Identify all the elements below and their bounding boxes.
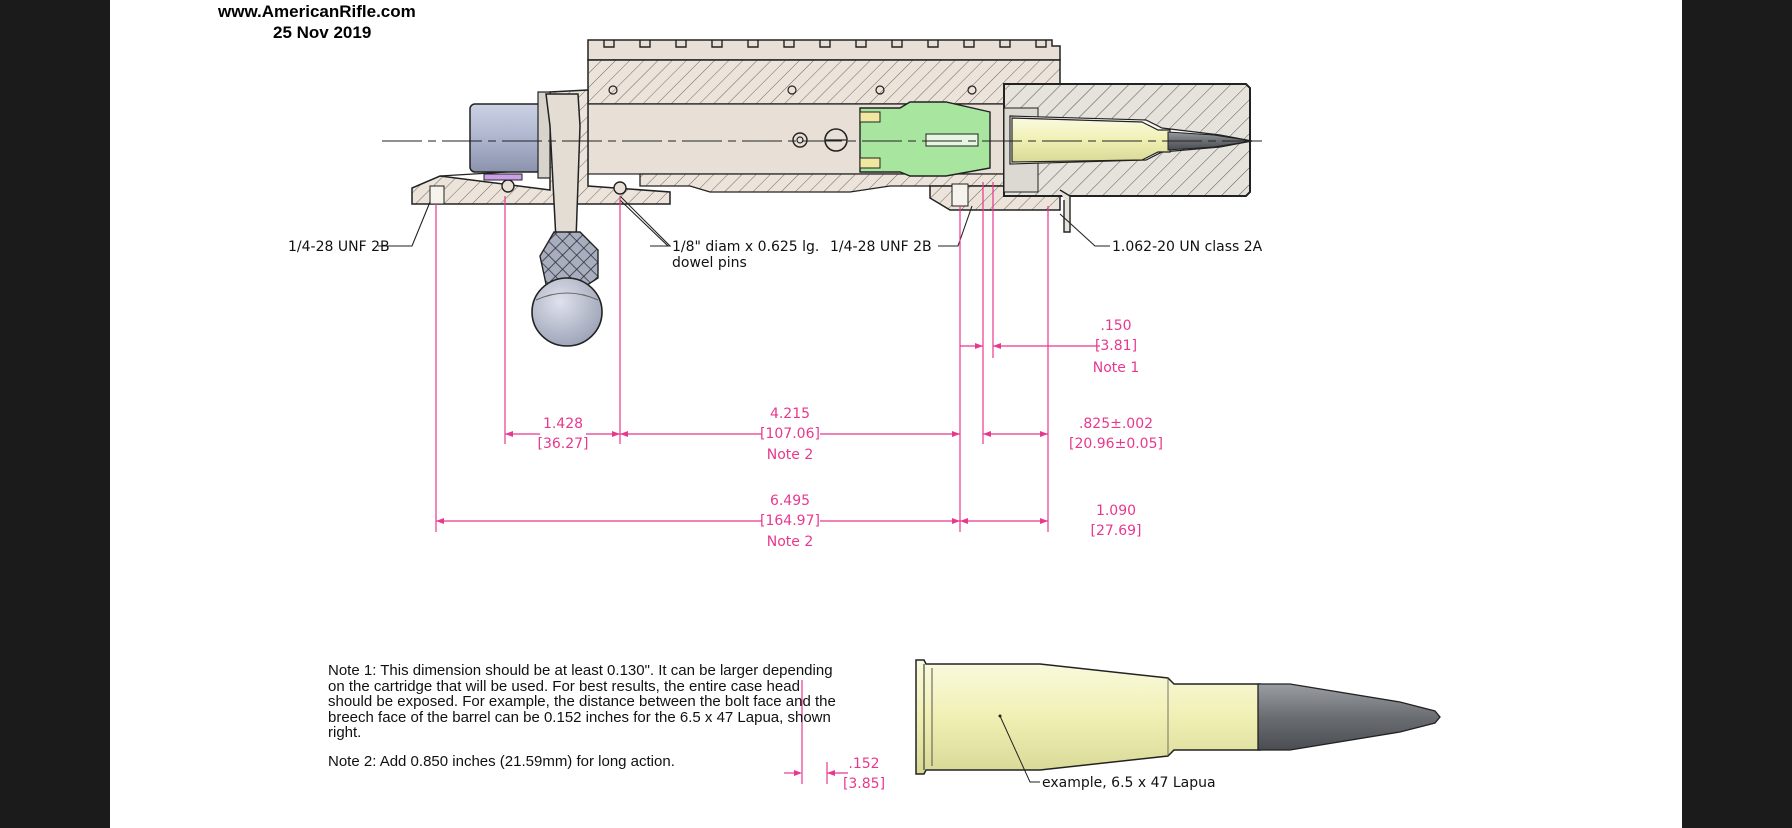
dim-150-inch: .150 (1100, 318, 1131, 334)
dim-152-mm: [3.85] (843, 776, 885, 792)
dim-6495-note: Note 2 (767, 534, 814, 550)
date-label: 25 Nov 2019 (273, 23, 372, 42)
dimension-lines (435, 182, 1100, 784)
dowel-callout-line2: dowel pins (672, 255, 747, 271)
dim-1428-inch: 1.428 (543, 416, 583, 432)
dowel-callout-line1: 1/8" diam x 0.625 lg. (672, 239, 819, 255)
rail-slots (603, 40, 1047, 48)
front-thread-callout: 1/4-28 UNF 2B (830, 239, 932, 255)
barrel (1003, 83, 1253, 233)
dim-6495-mm: [164.97] (760, 513, 820, 529)
dim-825-inch: .825±.002 (1079, 416, 1153, 432)
note-2: Note 2: Add 0.850 inches (21.59mm) for l… (328, 753, 675, 770)
note-1: Note 1: This dimension should be at leas… (328, 662, 836, 741)
bolt-head (859, 101, 991, 177)
action-drawing: 1/4-28 UNF 2B 1/8" diam x 0.625 lg. dowe… (288, 39, 1441, 792)
barrel-thread-callout: 1.062-20 UN class 2A (1112, 239, 1263, 255)
example-cartridge (915, 659, 1441, 783)
callout-leaders (378, 195, 1110, 247)
drawing-sheet: www.AmericanRifle.com 25 Nov 2019 (110, 0, 1682, 828)
website-label: www.AmericanRifle.com (218, 2, 416, 21)
bolt-handle (531, 93, 603, 347)
dimension-arrows (436, 343, 1048, 776)
dim-4215-mm: [107.06] (760, 426, 820, 442)
dim-4215-inch: 4.215 (770, 406, 810, 422)
rear-thread-callout: 1/4-28 UNF 2B (288, 239, 390, 255)
dim-1090-mm: [27.69] (1090, 523, 1141, 539)
cartridge-example-label: example, 6.5 x 47 Lapua (1042, 775, 1216, 791)
dim-4215-note: Note 2 (767, 447, 814, 463)
dim-150-mm: [3.81] (1095, 338, 1137, 354)
dim-1090-inch: 1.090 (1096, 503, 1136, 519)
dim-150-note: Note 1 (1093, 360, 1140, 376)
dim-825-mm: [20.96±0.05] (1069, 436, 1163, 452)
dim-1428-mm: [36.27] (537, 436, 588, 452)
dim-152-inch: .152 (848, 756, 879, 772)
dim-6495-inch: 6.495 (770, 493, 810, 509)
bolt-shroud (469, 91, 551, 179)
